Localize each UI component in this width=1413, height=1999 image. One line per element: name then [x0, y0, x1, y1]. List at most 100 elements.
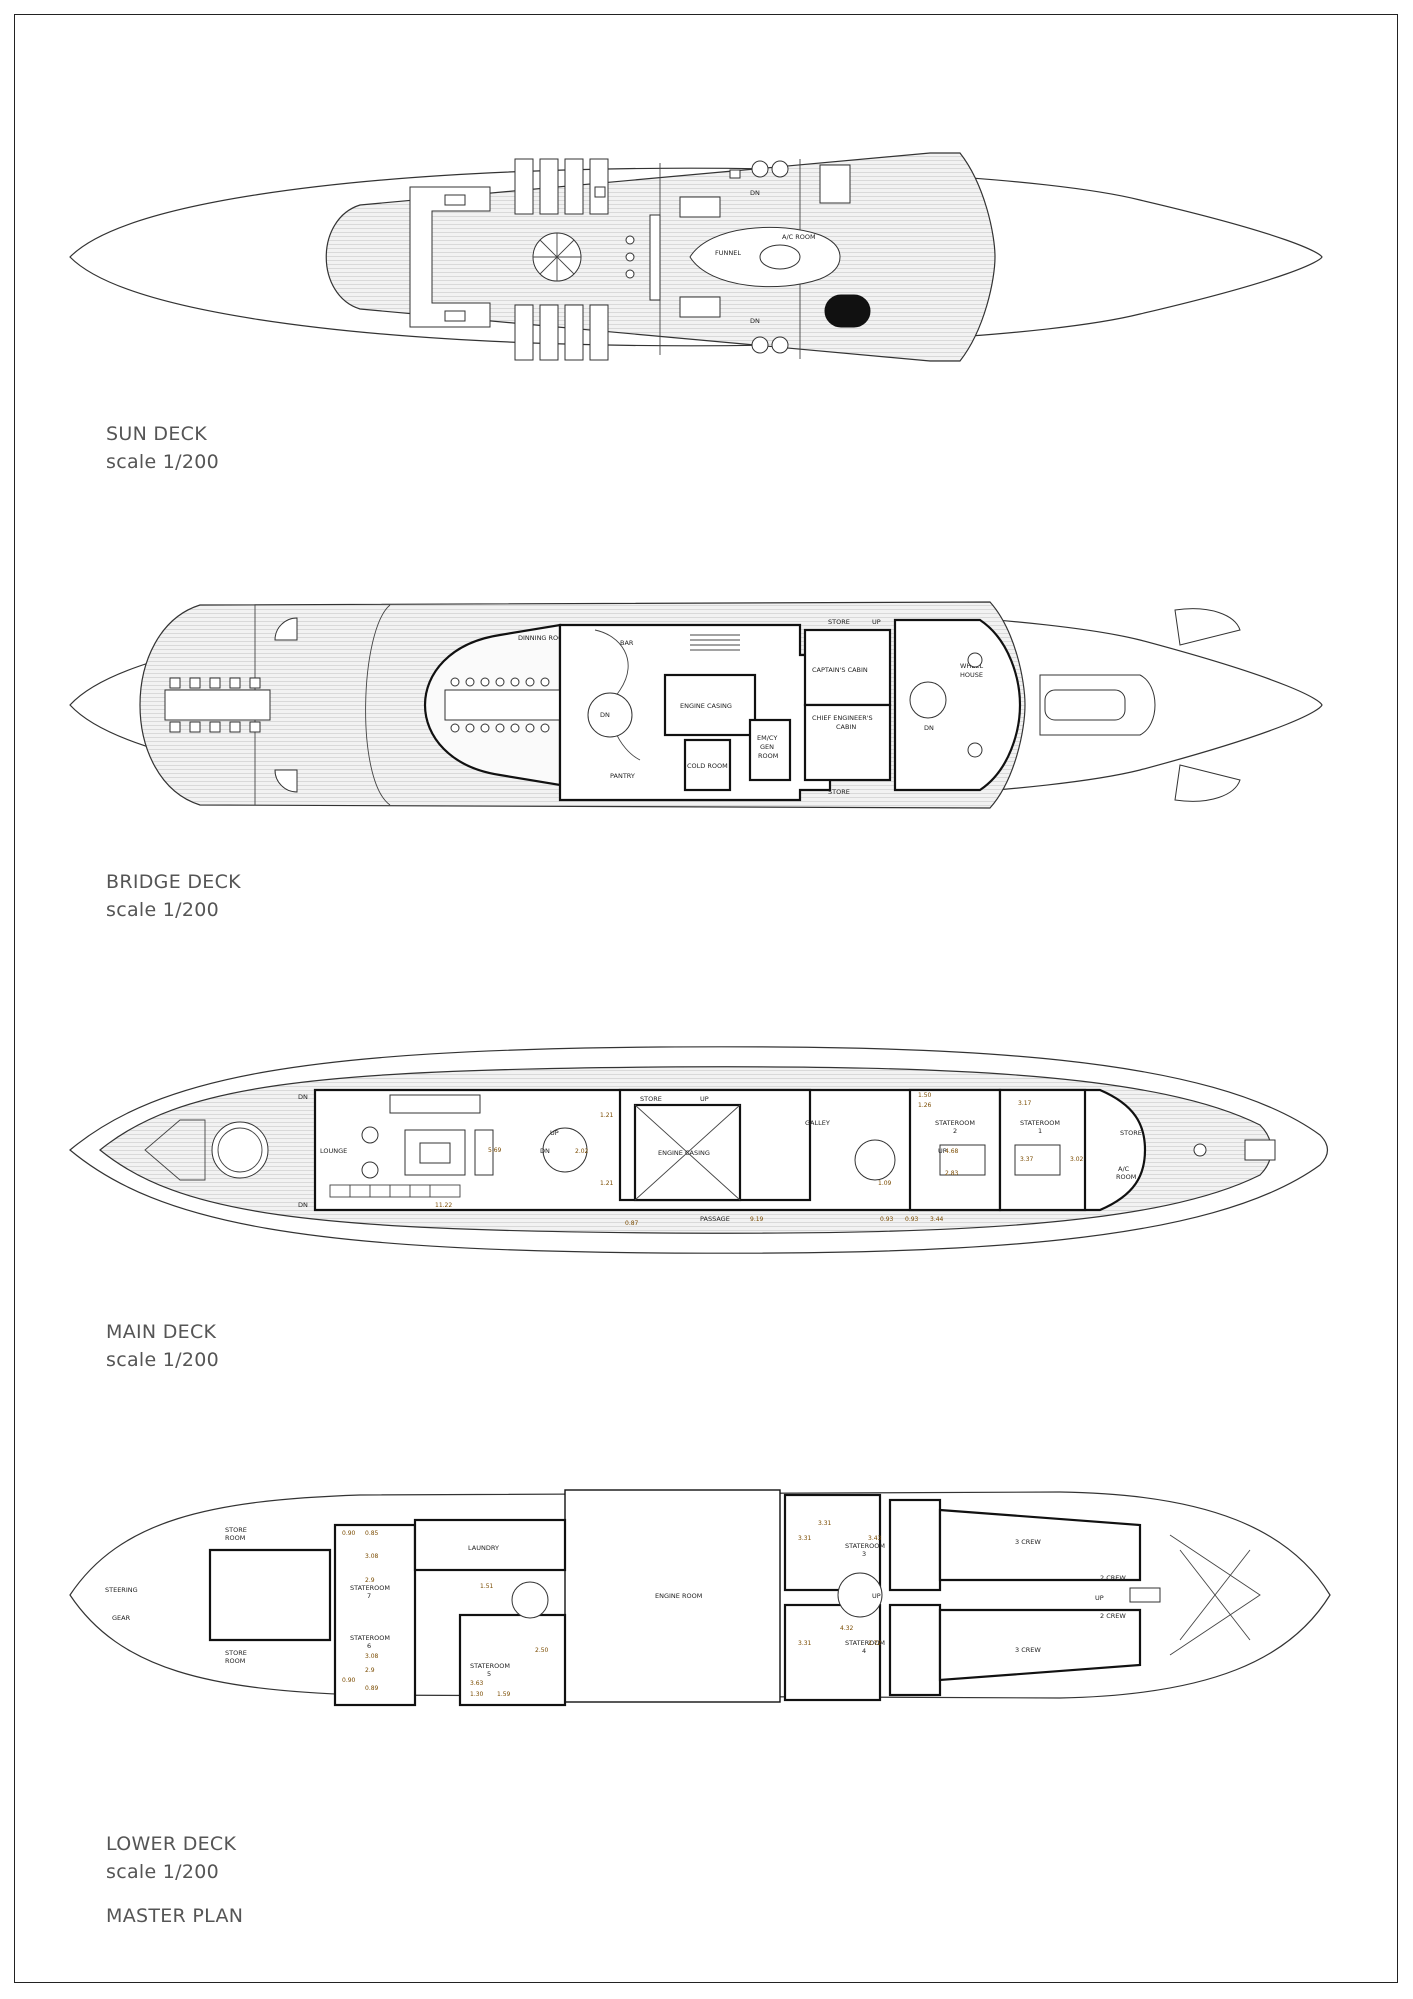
- main-dim-1: 1.21: [600, 1112, 614, 1119]
- em-gen-label-2: GEN: [760, 743, 774, 751]
- sun-deck-scale: scale 1/200: [106, 451, 220, 473]
- stateroom-1-label-b: 1: [1038, 1127, 1042, 1135]
- main-store-label: STORE: [640, 1095, 662, 1103]
- steering-gear-label-1: STEERING: [105, 1586, 138, 1594]
- sun-deck-u-sofa: [409, 186, 491, 328]
- ac-room-label: A/C ROOM: [782, 233, 816, 241]
- store-label-bottom: STORE: [828, 788, 850, 796]
- stateroom-6-label-a: STATEROOM: [350, 1634, 390, 1642]
- em-gen-label-3: ROOM: [758, 752, 778, 760]
- lower-dim-11: 2.50: [535, 1647, 549, 1654]
- stateroom-2-label-a: STATEROOM: [935, 1119, 975, 1127]
- lower-deck-caption: LOWER DECK scale 1/200 MASTER PLAN: [106, 1830, 243, 1930]
- lower-dim-4: 2.9: [365, 1577, 375, 1584]
- lower-dim-5: 3.08: [365, 1653, 379, 1660]
- main-spiral-stair-icon: [542, 1127, 588, 1173]
- main-dn-label-b: DN: [298, 1201, 308, 1209]
- lower-fwd-spiral-stair-icon: [837, 1572, 883, 1618]
- sunbed: [539, 158, 559, 215]
- lower-dim-16: 3.31: [798, 1535, 812, 1542]
- bridge-dn-label: DN: [600, 711, 610, 719]
- sun-deck-dn-label-2: DN: [750, 317, 760, 325]
- main-dim-18: 2.02: [575, 1148, 589, 1155]
- main-deck-title: MAIN DECK: [106, 1321, 217, 1343]
- sun-deck-plan: FUNNEL A/C ROOM DN DN: [69, 152, 1323, 362]
- main-dim-15: 3.02: [1070, 1156, 1084, 1163]
- wheel-house: [893, 618, 1022, 792]
- lower-dim-14: 3.31: [818, 1520, 832, 1527]
- main-dim-13: 4.68: [945, 1148, 959, 1155]
- main-dn-label-a: DN: [298, 1093, 308, 1101]
- main-dim-9: 1.09: [878, 1180, 892, 1187]
- sun-deck-jacuzzi: [824, 294, 871, 328]
- main-store-label-2: STORE: [1120, 1129, 1142, 1137]
- store-room-top-1: STORE: [225, 1526, 247, 1534]
- ac-room-label-1: A/C: [1118, 1165, 1130, 1173]
- stateroom-3-label-a: STATEROOM: [845, 1542, 885, 1550]
- bridge-deck-scale: scale 1/200: [106, 899, 220, 921]
- main-dim-7: 0.93: [880, 1216, 894, 1223]
- lower-dim-9: 1.51: [480, 1583, 494, 1590]
- lower-dim-17: 4.32: [840, 1625, 854, 1632]
- chief-engineers-cabin: [803, 703, 892, 782]
- sun-deck-dn-label-1: DN: [750, 189, 760, 197]
- drawing-sheet-border: [14, 14, 1398, 1983]
- galley-spiral-stair-icon: [854, 1139, 896, 1181]
- laundry-label: LAUNDRY: [468, 1544, 499, 1552]
- stateroom-1-label-a: STATEROOM: [1020, 1119, 1060, 1127]
- stateroom-2-label-b: 2: [953, 1127, 957, 1135]
- lower-dim-10: 3.63: [470, 1680, 484, 1687]
- lower-dim-13: 1.30: [470, 1691, 484, 1698]
- bridge-up-label: UP: [872, 618, 881, 626]
- engine-casing-label: ENGINE CASING: [680, 702, 732, 710]
- tender-boat: [1174, 608, 1241, 646]
- tender-boat: [1174, 764, 1241, 802]
- 2-crew-label-top: 2 CREW: [1100, 1574, 1126, 1582]
- main-dn-label-c: DN: [540, 1147, 550, 1155]
- sun-deck-title: SUN DECK: [106, 423, 207, 445]
- stateroom-5-label-a: STATEROOM: [470, 1662, 510, 1670]
- em-gen-label-1: EM/CY: [757, 734, 777, 742]
- main-dim-3: 1.21: [600, 1180, 614, 1187]
- wheel-house-label-2: HOUSE: [960, 671, 983, 679]
- lower-dim-12: 1.59: [497, 1691, 511, 1698]
- stateroom-7-label-a: STATEROOM: [350, 1584, 390, 1592]
- funnel-label: FUNNEL: [715, 249, 741, 257]
- sunbed: [589, 304, 609, 361]
- store-room-top-2: ROOM: [225, 1534, 245, 1542]
- main-up-label-2: UP: [700, 1095, 709, 1103]
- main-dim-8: 3.44: [930, 1216, 944, 1223]
- galley-label: GALLEY: [805, 1119, 830, 1127]
- dinning-room-label: DINNING ROOM: [518, 634, 569, 642]
- stateroom-7-label-b: 7: [367, 1592, 371, 1600]
- lower-dim-15: 3.43: [868, 1535, 882, 1542]
- stateroom-4: [783, 1603, 882, 1702]
- cold-room-label: COLD ROOM: [687, 762, 728, 770]
- main-up-label: UP: [550, 1129, 559, 1137]
- main-dim-17: 0.93: [905, 1216, 919, 1223]
- passage-label: PASSAGE: [700, 1215, 730, 1223]
- main-dim-2: 5.69: [488, 1147, 502, 1154]
- sunbed: [539, 304, 559, 361]
- lounge-sofa: [389, 1094, 481, 1114]
- 3-crew-label-bottom: 3 CREW: [1015, 1646, 1041, 1654]
- ac-room-label-2: ROOM: [1116, 1173, 1136, 1181]
- pantry-label: PANTRY: [610, 772, 635, 780]
- captains-cabin-label: CAPTAIN'S CABIN: [812, 666, 868, 674]
- engine-room: [564, 1489, 781, 1703]
- main-dim-12: 3.17: [1018, 1100, 1032, 1107]
- sunbed: [514, 158, 534, 215]
- main-dim-16: 2.83: [945, 1170, 959, 1177]
- lower-dim-2: 0.85: [365, 1530, 379, 1537]
- lower-dim-1: 0.90: [342, 1530, 356, 1537]
- lower-deck-scale: scale 1/200: [106, 1861, 220, 1883]
- chief-engineer-label-1: CHIEF ENGINEER'S: [812, 714, 873, 722]
- lower-dim-7: 0.90: [342, 1677, 356, 1684]
- lower-dim-8: 0.89: [365, 1685, 379, 1692]
- lower-deck-title: LOWER DECK: [106, 1833, 237, 1855]
- sunbed: [564, 304, 584, 361]
- sunbed: [564, 158, 584, 215]
- engine-casing-label-main: ENGINE CASING: [658, 1149, 710, 1157]
- main-dim-5: 0.87: [625, 1220, 639, 1227]
- sun-deck-spiral-stair-icon: [532, 232, 582, 282]
